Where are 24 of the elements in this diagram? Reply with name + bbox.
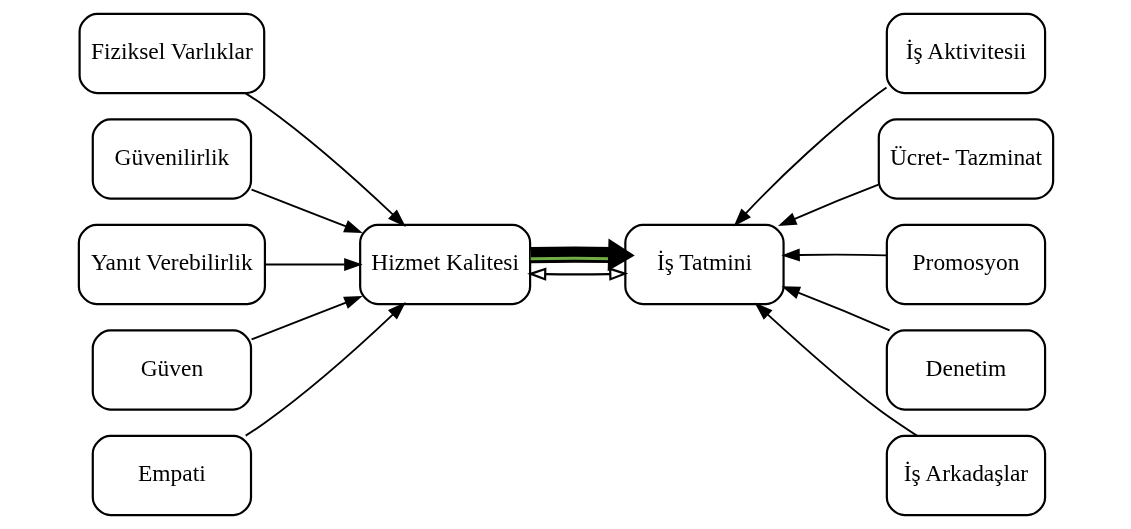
arrow xyxy=(244,302,406,437)
arrow xyxy=(733,86,887,227)
arrow xyxy=(777,183,879,227)
node-box: İş Arkadaşlar xyxy=(885,434,1046,517)
arrow xyxy=(780,248,887,262)
node-box: Güvenilirlik xyxy=(91,118,252,200)
arrow xyxy=(263,258,363,271)
node-box: İş Tatmini xyxy=(623,223,785,306)
arrow xyxy=(754,302,918,437)
arrow xyxy=(250,188,363,233)
node-box: Empati xyxy=(91,434,252,517)
node-box: Fiziksel Varlıklar xyxy=(78,12,265,95)
node-box: Hizmet Kalitesi xyxy=(358,223,531,306)
arrow xyxy=(781,286,891,332)
node-box: Denetim xyxy=(885,329,1046,411)
node-box: İş Aktivitesii xyxy=(885,12,1046,95)
node-box: Promosyon xyxy=(885,223,1046,306)
arrow xyxy=(250,296,363,341)
arrow xyxy=(529,238,635,272)
arrow xyxy=(244,92,406,227)
node-box: Ücret- Tazminat xyxy=(877,118,1054,200)
node-box: Yanıt Verebilirlik xyxy=(77,223,266,306)
arrow xyxy=(526,267,628,281)
node-box: Güven xyxy=(91,329,252,411)
